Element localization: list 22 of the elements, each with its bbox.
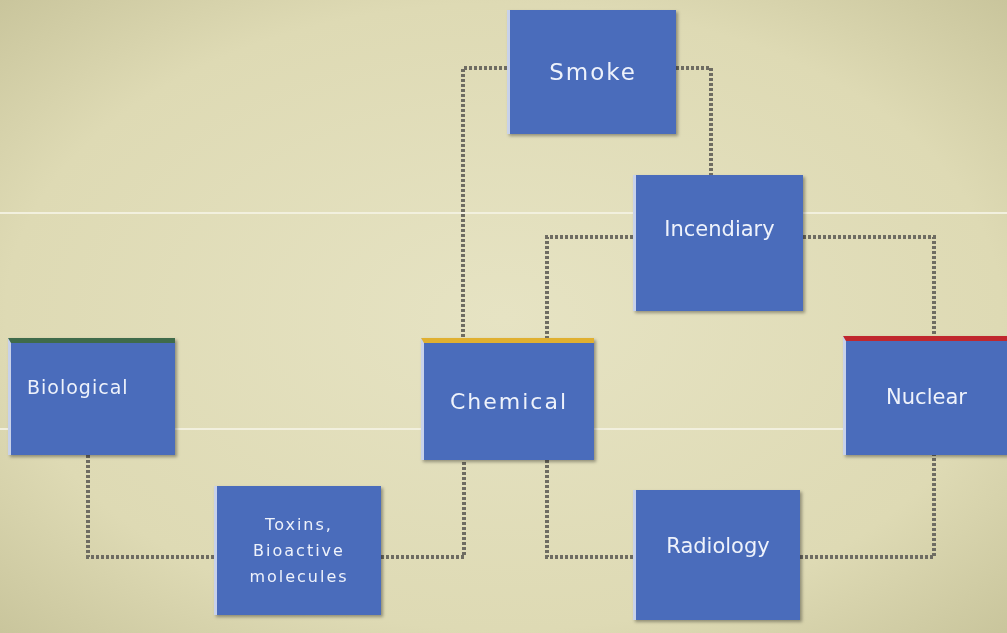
connector-line (461, 66, 507, 338)
connector-line (800, 455, 936, 559)
connector-line (676, 66, 713, 175)
category-box (843, 336, 1007, 455)
box-label: Incendiary (664, 216, 775, 244)
category-box (8, 338, 175, 455)
category-box (507, 10, 676, 134)
box-label: Smoke (549, 57, 637, 87)
box-label: Toxins, Bioactive molecules (248, 513, 350, 588)
category-box (633, 490, 800, 620)
category-box (421, 338, 594, 460)
connector-line (545, 460, 633, 559)
category-box (214, 486, 381, 615)
category-box (633, 175, 803, 311)
box-label: Radiology (666, 533, 770, 561)
connector-line (545, 235, 633, 338)
box-label: Chemical (449, 388, 569, 416)
box-label: Nuclear (886, 384, 967, 412)
connector-line (86, 455, 214, 559)
box-label: Biological (27, 374, 129, 400)
connector-line (803, 235, 936, 336)
connector-line (381, 460, 466, 559)
